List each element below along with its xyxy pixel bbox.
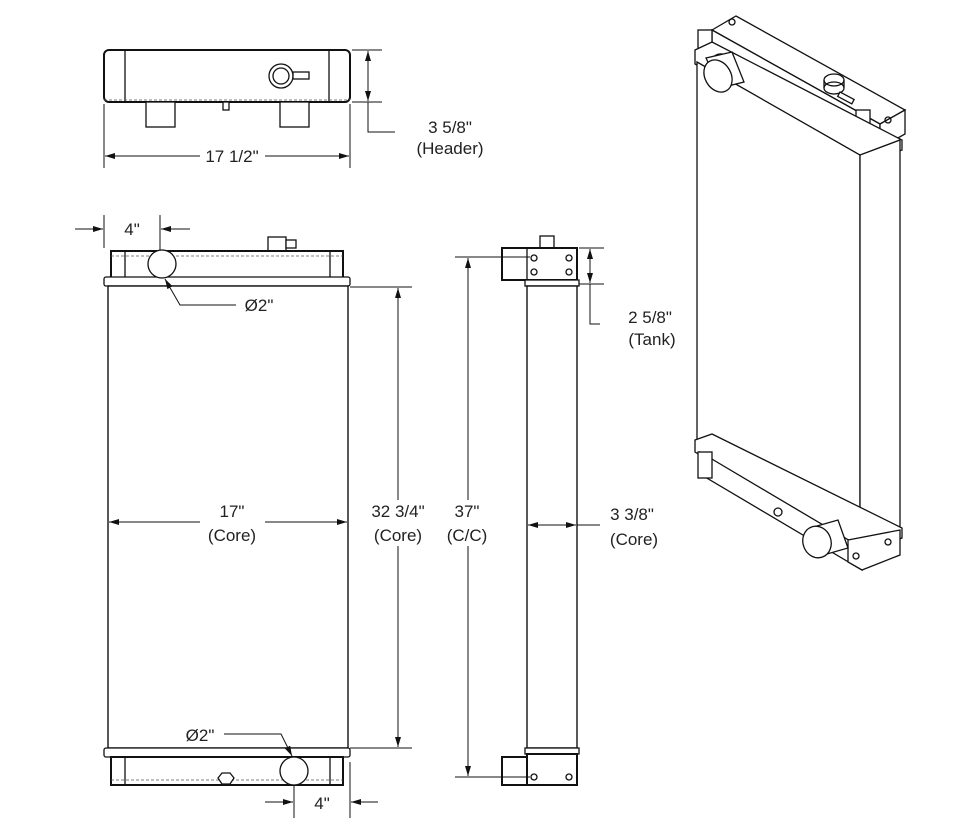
- inlet-pipe-stub: [145, 101, 176, 128]
- iso-outlet-port-icon: [802, 519, 849, 559]
- isometric-view: [694, 15, 907, 572]
- side-core: [526, 285, 578, 749]
- core-width-note: (Core): [208, 526, 256, 545]
- inlet-port-icon: [147, 249, 177, 279]
- header-width-dim: 17 1/2": [205, 147, 258, 166]
- side-bottom-bracket: [501, 756, 528, 786]
- top-flange: [103, 276, 351, 287]
- outlet-port-icon: [279, 756, 309, 786]
- core-height-dim: 32 3/4": [371, 502, 424, 521]
- side-top-bracket: [501, 247, 578, 281]
- iso-inlet-port-icon: [703, 51, 745, 93]
- core-depth-dim: 3 3/8": [610, 505, 654, 524]
- core: [107, 285, 349, 749]
- iso-core-side: [859, 139, 901, 549]
- core-height-note: (Core): [374, 526, 422, 545]
- tank-dim: 2 5/8": [628, 308, 672, 327]
- center-note: (C/C): [447, 526, 488, 545]
- side-view: 37" (C/C) 2 5/8" (Tank) 3 3/8" (Core): [440, 235, 676, 786]
- drain-plug-icon: [217, 772, 235, 785]
- top-view: 17 1/2" 3 5/8" (Header): [103, 49, 484, 168]
- outlet-pipe-stub: [279, 101, 310, 128]
- iso-filler-cap-icon: [823, 73, 856, 105]
- bottom-flange: [103, 747, 351, 758]
- header-height-dim: 3 5/8": [428, 118, 472, 137]
- top-tank: [110, 250, 344, 279]
- header-tank-top: [103, 49, 351, 103]
- header-height-note: (Header): [416, 139, 483, 158]
- outlet-offset-dim: 4": [314, 794, 330, 813]
- inlet-offset-dim: 4": [124, 220, 140, 239]
- outlet-diameter-dim: Ø2": [186, 726, 215, 745]
- inlet-diameter-dim: Ø2": [245, 296, 274, 315]
- iso-drain-plug-icon: [773, 507, 783, 517]
- front-view: 4" Ø2" 17" (Core) 32 3/4" (Core) Ø2" 4": [75, 215, 434, 818]
- filler-cap-icon: [268, 63, 310, 89]
- center-dim: 37": [455, 502, 480, 521]
- tank-note: (Tank): [628, 330, 675, 349]
- core-width-dim: 17": [220, 502, 245, 521]
- core-depth-note: (Core): [610, 530, 658, 549]
